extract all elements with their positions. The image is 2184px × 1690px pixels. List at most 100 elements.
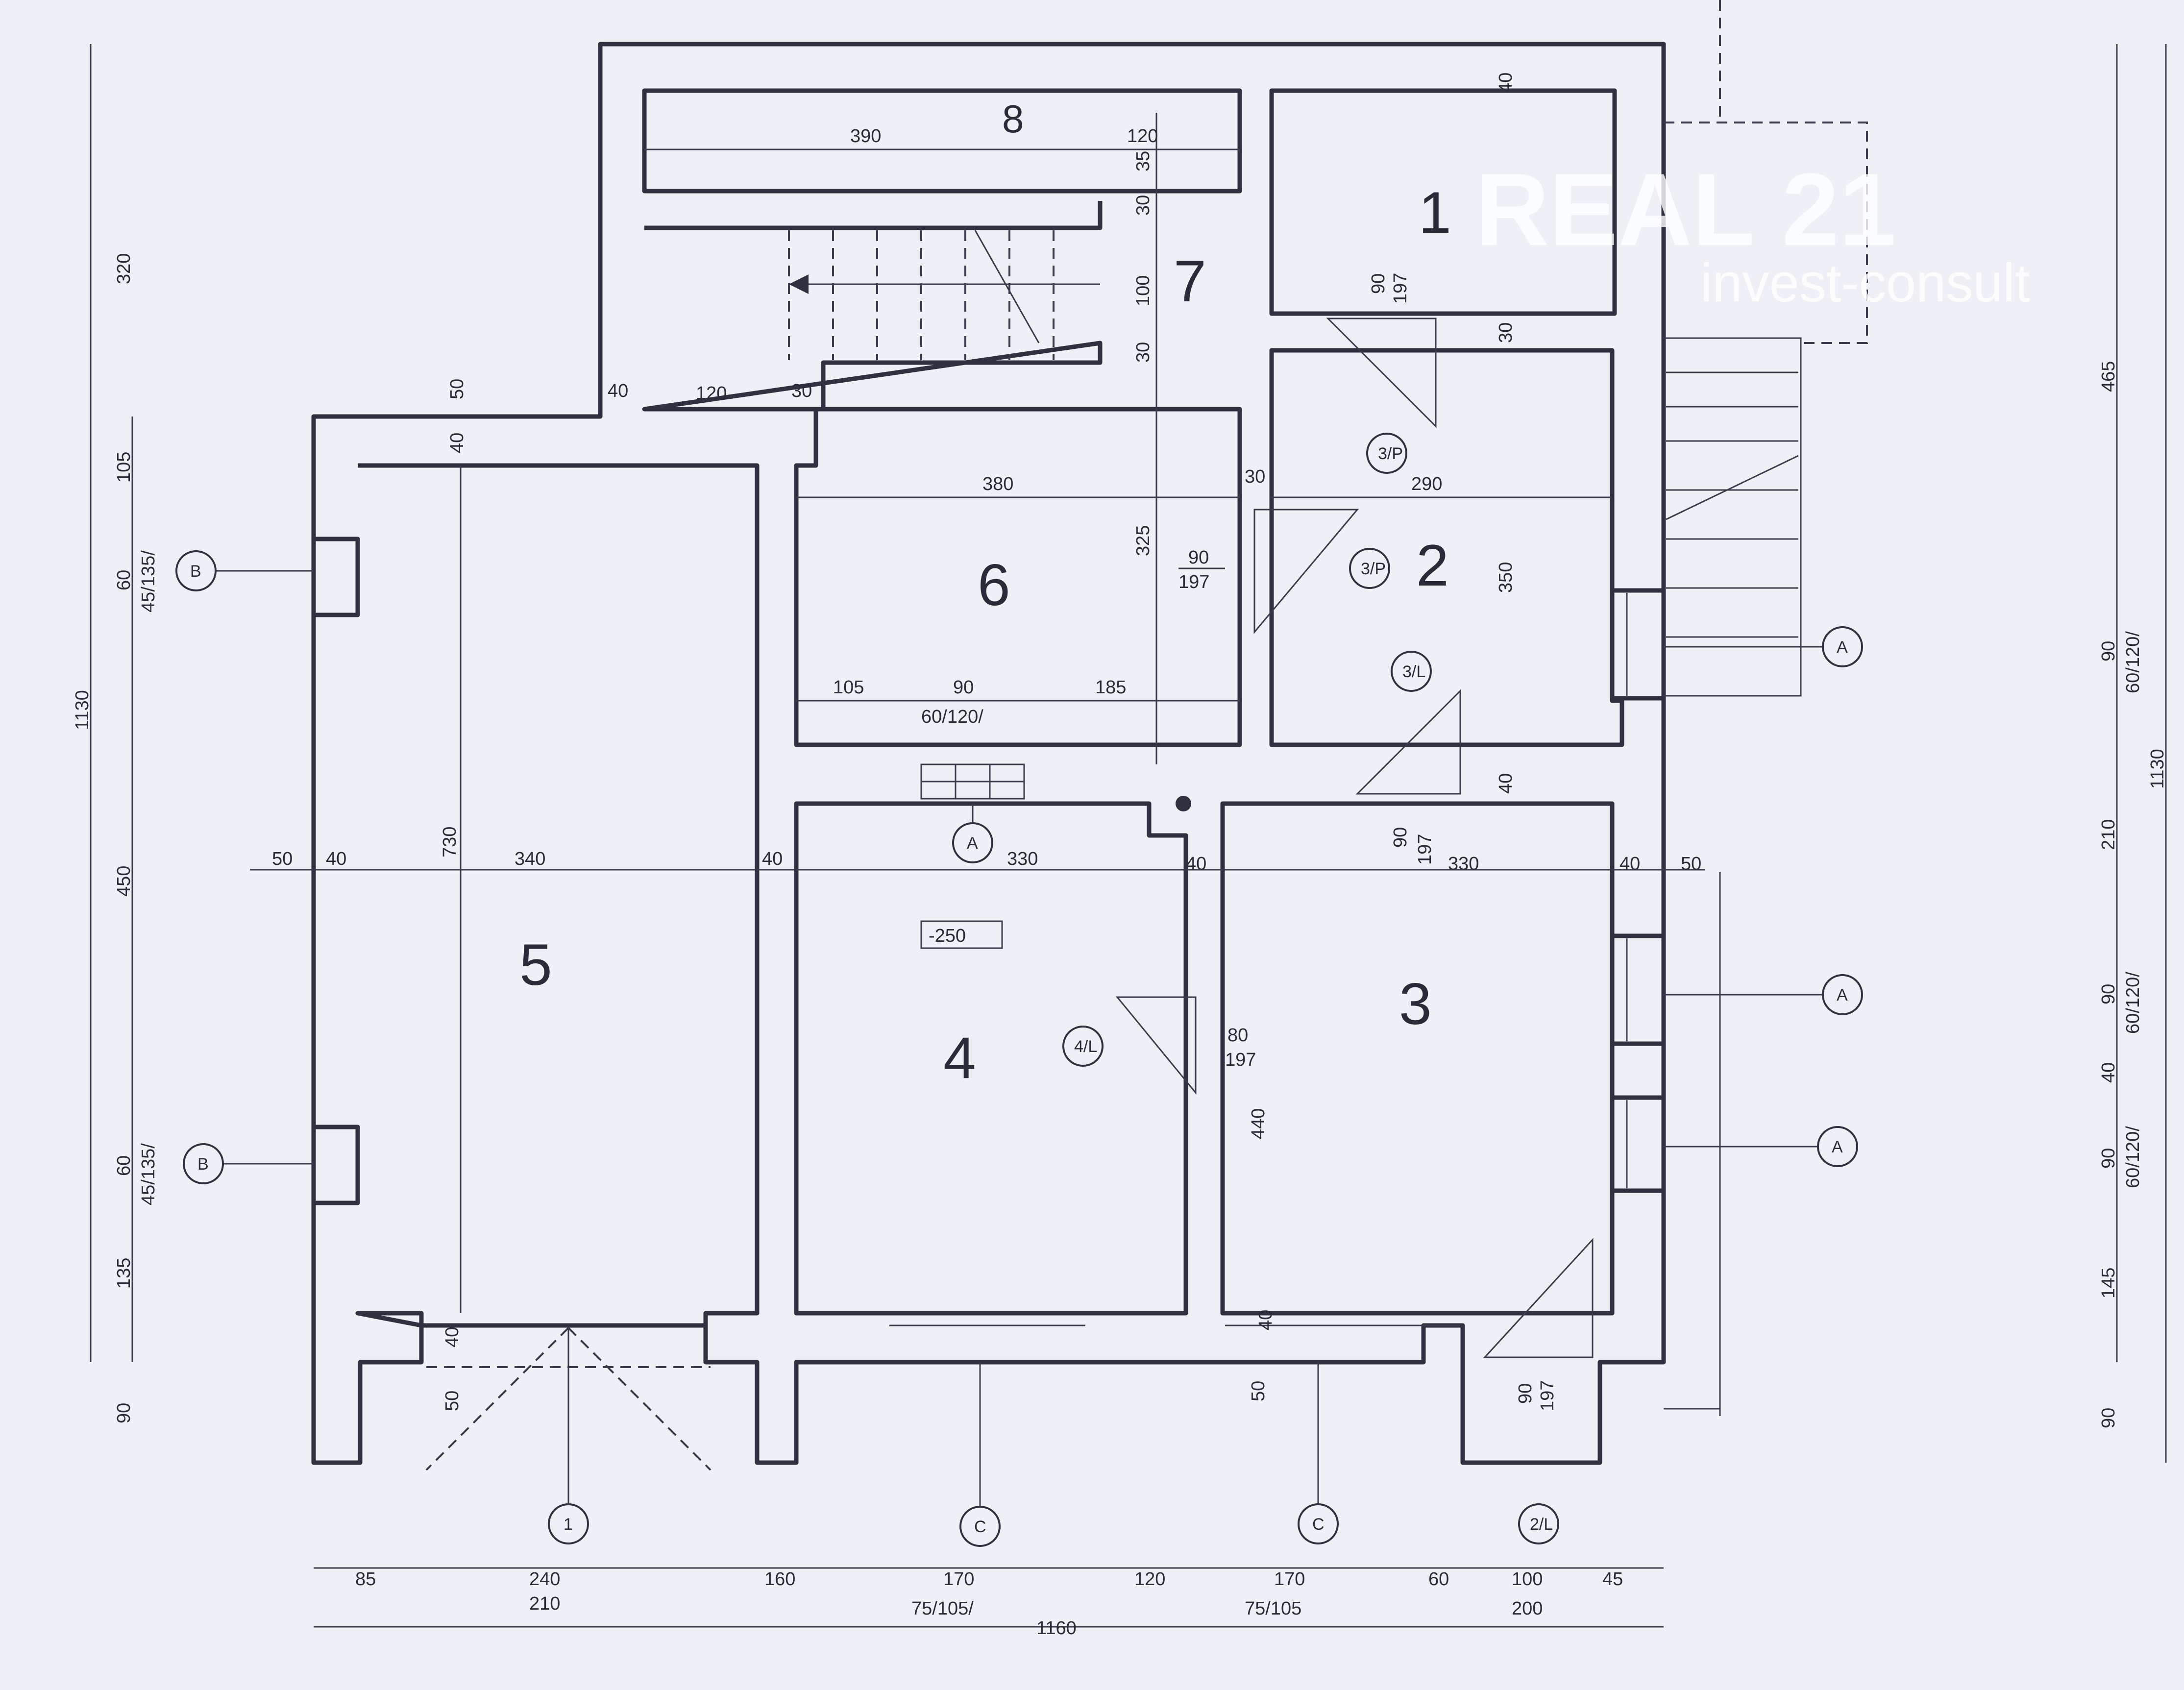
room-1-label: 1 (1419, 180, 1451, 245)
dim: 40 (1496, 73, 1516, 93)
dims-bottom: 85 240 210 160 170 75/105/ 120 170 75/10… (355, 1569, 1623, 1639)
dim: 60/120/ (2123, 1126, 2143, 1188)
door-tag: 3/L (1402, 662, 1425, 681)
axis-tag: 1 (564, 1515, 573, 1534)
dim: 350 (1496, 562, 1516, 593)
dim: 197 (1415, 834, 1435, 865)
dim: 90 (1390, 827, 1411, 848)
dim: 197 (1537, 1380, 1558, 1411)
dim: 60/120/ (2123, 972, 2143, 1034)
dim: 390 (850, 126, 881, 147)
dim: 320 (114, 253, 134, 284)
dim: 40 (2098, 1062, 2119, 1083)
dim: 145 (2098, 1268, 2119, 1298)
dim: 160 (764, 1569, 795, 1590)
dim: 45/135/ (138, 550, 159, 612)
dim: 135 (114, 1258, 134, 1289)
walls (311, 42, 1666, 1465)
dim: 90 (953, 677, 974, 698)
dims-top: 390 120 35 30 100 30 120 40 30 40 50 40 … (447, 73, 1516, 494)
watermark-brand: REAL 21 (1475, 152, 1896, 267)
dims-room2: 350 90 197 (1368, 273, 1516, 593)
axis-tag: A (1837, 986, 1848, 1004)
axis-tag: B (197, 1155, 209, 1174)
dim: 60 (114, 570, 134, 590)
dim: 185 (1095, 677, 1126, 698)
dim: 30 (1496, 322, 1516, 343)
dim: 290 (1411, 474, 1442, 494)
dim: 40 (1496, 773, 1516, 794)
room-numbers: 1 2 3 4 5 6 7 8 (519, 97, 1451, 1091)
dim: 450 (114, 866, 134, 897)
dim: 40 (762, 849, 783, 869)
room-6-label: 6 (978, 552, 1010, 618)
dim: 90 (114, 1403, 134, 1423)
dim: 30 (1133, 195, 1153, 216)
room-8-label: 8 (1002, 97, 1024, 141)
dim: 40 (1186, 854, 1206, 874)
dim: 35 (1133, 151, 1153, 171)
dim: 1130 (72, 690, 93, 730)
dim: 60/120/ (921, 707, 983, 727)
dim: 105 (833, 677, 864, 698)
dim: 75/105/ (911, 1598, 974, 1619)
dim: 50 (447, 379, 467, 399)
dim: 197 (1225, 1050, 1256, 1070)
axis-tag: B (190, 562, 201, 581)
dim: 40 (1620, 854, 1640, 874)
dim: 210 (2098, 819, 2119, 850)
watermark-tagline: invest-consult (1700, 253, 2030, 313)
dim: 90 (1515, 1383, 1536, 1404)
dim: 45 (1602, 1569, 1623, 1590)
axis-tag: A (1832, 1138, 1843, 1156)
dim: 50 (272, 849, 293, 869)
dims-left: 320 105 60 45/135/ 1130 450 60 45/135/ 1… (72, 253, 159, 1423)
window-hatching (889, 593, 1628, 1326)
dims-room6: 325 105 90 185 60/120/ 90 197 (833, 525, 1225, 727)
dim: 60 (114, 1155, 134, 1176)
door-tag: 4/L (1074, 1037, 1097, 1056)
dim: 210 (529, 1593, 560, 1614)
dim: 120 (696, 383, 727, 404)
dim: 197 (1178, 572, 1209, 592)
dims-bottom-inner: 40 50 40 50 90 197 (442, 1310, 1558, 1411)
stairs (788, 0, 1868, 697)
dim: 100 (1512, 1569, 1543, 1590)
dim: 325 (1133, 525, 1153, 556)
axis-tag: A (1837, 638, 1848, 657)
level-mark: -250 (920, 920, 1003, 949)
dim: 730 (440, 827, 460, 857)
dim: 90 (2098, 1408, 2119, 1428)
dim: 50 (1681, 854, 1701, 874)
dim: 90 (2098, 641, 2119, 661)
dim: 330 (1448, 854, 1479, 874)
dim: 40 (442, 1327, 463, 1347)
watermark: REAL 21 invest-consult (1475, 152, 2030, 313)
door-tag: 3/P (1378, 444, 1403, 463)
door-tag: 2/L (1530, 1515, 1553, 1534)
dim: 90 (2098, 1148, 2119, 1169)
dim: 40 (608, 381, 628, 401)
dim: 85 (355, 1569, 376, 1590)
dim: 50 (1248, 1381, 1269, 1401)
dim: 120 (1127, 126, 1158, 147)
dim: 200 (1512, 1598, 1543, 1619)
dims-middle: 730 340 50 40 40 330 40 330 40 50 440 80… (272, 773, 1701, 1139)
dim: 75/105 (1245, 1598, 1301, 1619)
dim: 40 (326, 849, 346, 869)
room-5-label: 5 (519, 932, 552, 998)
door-tag: 3/P (1361, 560, 1386, 578)
dim: 120 (1134, 1569, 1165, 1590)
dim: 170 (943, 1569, 974, 1590)
dim: 105 (114, 452, 134, 483)
dim: 240 (529, 1569, 560, 1590)
axis-tag: A (967, 834, 978, 853)
dim: 100 (1133, 275, 1153, 306)
axis-tag: C (1312, 1515, 1325, 1534)
dim: 60 (1428, 1569, 1449, 1590)
dim: 90 (2098, 984, 2119, 1004)
dimension-lines (90, 44, 2167, 1628)
dim: 80 (1227, 1025, 1248, 1046)
room-7-label: 7 (1174, 248, 1206, 314)
dim: 340 (515, 849, 545, 869)
